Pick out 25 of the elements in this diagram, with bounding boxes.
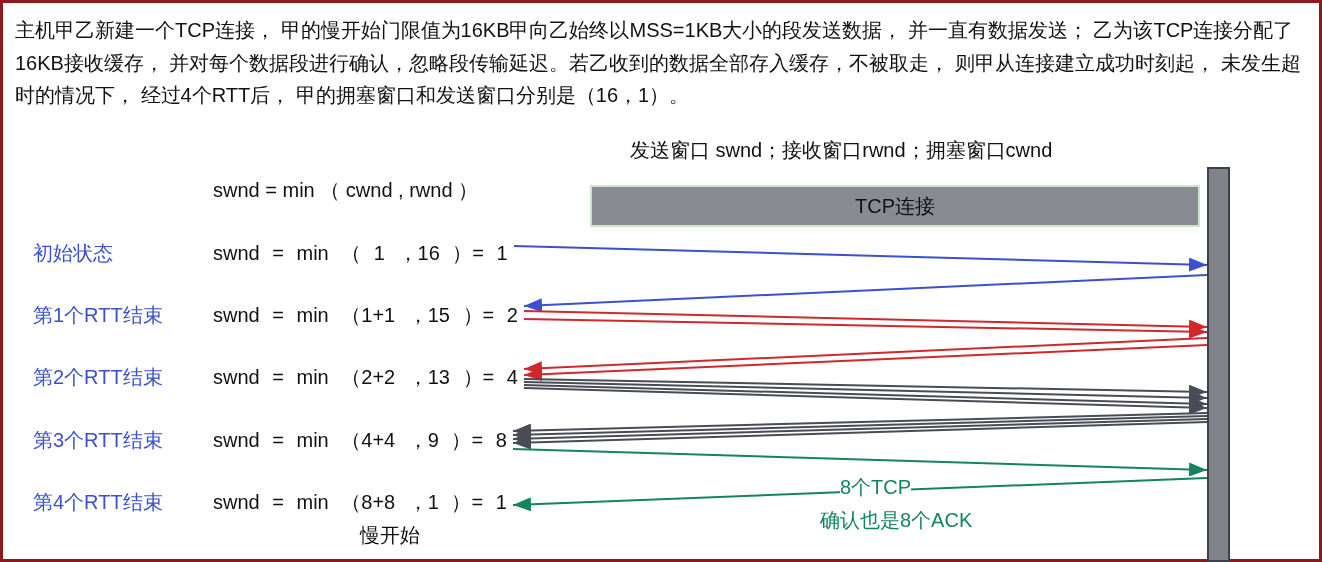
formula-header: swnd = min （ cwnd , rwnd ） <box>213 178 479 202</box>
question-text: 主机甲乙新建一个TCP连接， 甲的慢开始门限值为16KB甲向乙始终以MSS=1KB大小的段发送数据， 并一直有数据发送； 乙为该TCP连接分配了16KB接收缓存， 并对每个数据段进行确认，忽略段传输延迟。若乙收到的数据全部存入缓存，不被取走， 则甲从连接建立成功时刻起， 未发生超时的情况下， 经过4个RTT后， 甲的拥塞窗口和发送窗口分别是（16，1）。 <box>15 18 1302 108</box>
note-text: 确认也是8个ACK <box>820 508 973 532</box>
arrow <box>523 274 1208 313</box>
window-formula: swnd = min （4+4 ，9 ）= 8 <box>213 428 507 452</box>
window-formula: swnd = min （2+2 ，13 ）= 4 <box>213 365 518 389</box>
window-formula: swnd = min （1+1 ，15 ）= 2 <box>213 303 518 327</box>
connection-label: TCP连接 <box>855 194 935 218</box>
arrow <box>523 318 1208 339</box>
window-formula: swnd = min （ 1 ，16 ）= 1 <box>213 241 508 265</box>
arrow <box>513 245 1208 272</box>
state-label: 第3个RTT结束 <box>33 428 163 452</box>
window-formula: swnd = min （8+8 ，1 ）= 1 <box>213 490 507 514</box>
arrow <box>512 477 1208 512</box>
arrow <box>523 344 1208 382</box>
state-label: 初始状态 <box>33 241 113 265</box>
state-label: 第2个RTT结束 <box>33 365 163 389</box>
receiver-bar <box>1207 167 1230 562</box>
legend-text: 发送窗口 swnd；接收窗口rwnd；拥塞窗口cwnd <box>630 138 1053 162</box>
connection-bar <box>590 185 1200 227</box>
state-label: 第1个RTT结束 <box>33 303 163 327</box>
note-text: 8个TCP <box>840 475 912 499</box>
arrow <box>512 448 1208 477</box>
phase-label: 慢开始 <box>360 523 420 547</box>
state-label: 第4个RTT结束 <box>33 490 163 514</box>
